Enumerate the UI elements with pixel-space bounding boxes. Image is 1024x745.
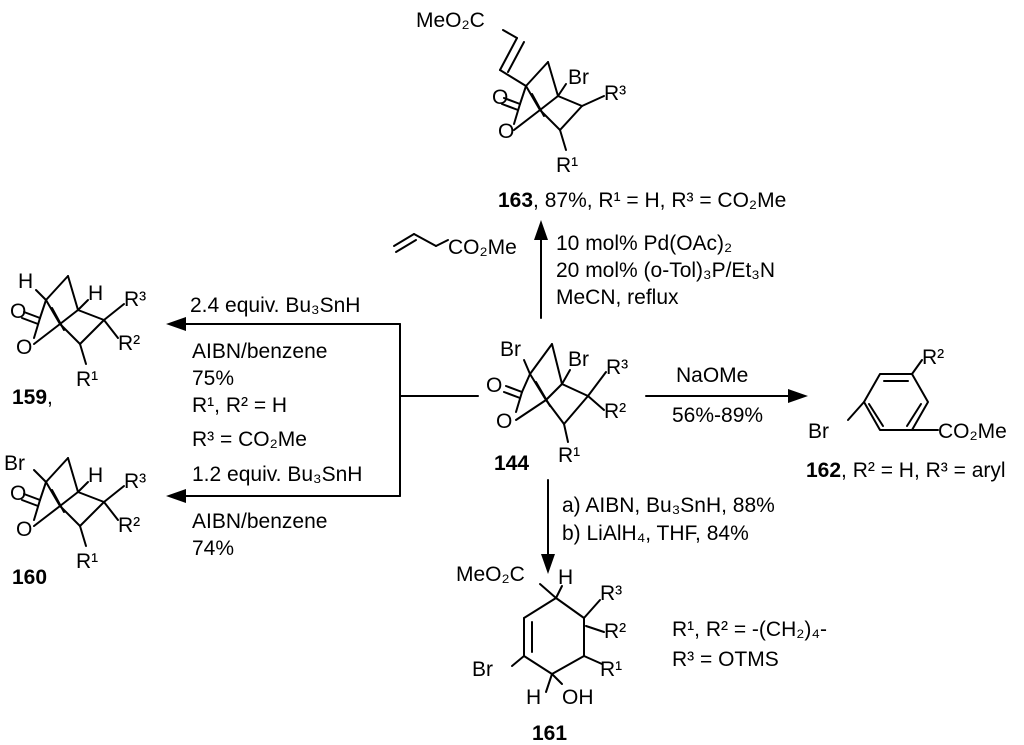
c160-br: Br: [4, 452, 25, 475]
c161-oh: OH: [562, 686, 594, 709]
c163-bond: [499, 69, 527, 87]
c144-o-carbonyl: O: [486, 374, 502, 397]
down-cond-1: a) AIBN, Bu₃SnH, 88%: [562, 494, 775, 517]
c163-meo2c: MeO₂C: [416, 9, 485, 32]
compound-144: Br O O Br R³ R² R¹ 144: [486, 338, 628, 475]
c163-caption: 163, 87%, R¹ = H, R³ = CO₂Me: [498, 189, 786, 212]
c163-bond: [559, 105, 583, 131]
c144-r3: R³: [606, 356, 628, 379]
c163-vinyl-double-2: [507, 41, 525, 73]
c163-vinyl-double: [499, 37, 518, 71]
left-bottom-cond-1: 1.2 equiv. Bu₃SnH: [192, 463, 362, 486]
c163-r1: R¹: [556, 154, 578, 177]
c163-bridge: [525, 61, 549, 87]
down-cond-2: b) LiAlH₄, THF, 84%: [562, 522, 749, 545]
compound-161: MeO₂C H R³ R² R¹ Br H OH 161 R¹, R² = -(…: [456, 563, 827, 745]
c163-br-bond: [557, 83, 567, 97]
c161-r3: R³: [600, 582, 622, 605]
c144-br1: Br: [500, 338, 521, 361]
c144-r2: R²: [604, 400, 626, 423]
c163-br: Br: [568, 66, 589, 89]
c160-r2: R²: [118, 514, 140, 537]
arrows-left: [166, 317, 479, 503]
compound-160: Br O O H R³ R² R¹ 160: [4, 452, 146, 589]
c159-o-ring: O: [16, 336, 32, 359]
c163-bond: [539, 95, 559, 111]
left-bottom-cond-3: 74%: [192, 537, 234, 560]
arrow-down: [541, 479, 555, 574]
c160-r3: R³: [124, 470, 146, 493]
arrow-up: [534, 220, 548, 319]
c160-h: H: [88, 464, 103, 487]
c144-number: 144: [494, 452, 529, 475]
c162-r2: R²: [922, 346, 944, 369]
left-top-cond-2: AIBN/benzene: [192, 340, 327, 363]
c162-caption: 162, R² = H, R³ = aryl: [806, 459, 1006, 482]
c161-note-2: R³ = OTMS: [672, 648, 779, 671]
c162-co2me: CO₂Me: [938, 420, 1007, 443]
up-cond-3: MeCN, reflux: [556, 286, 679, 309]
c159-caption: 159,: [12, 386, 53, 409]
compound-162: R² Br CO₂Me 162, R² = H, R³ = aryl: [806, 346, 1007, 482]
acrylate-reagent: CO₂Me: [393, 233, 517, 259]
c160-number: 160: [12, 566, 47, 589]
left-top-cond-4: R¹, R² = H: [192, 394, 287, 417]
left-top-cond-3: 75%: [192, 367, 234, 390]
right-cond-1: NaOMe: [676, 364, 748, 387]
c163-co-double-2: [501, 103, 519, 111]
c163-bond: [559, 129, 567, 151]
left-top-cond-1: 2.4 equiv. Bu₃SnH: [190, 294, 360, 317]
c163-co-double: [503, 97, 521, 105]
c163-bond: [519, 85, 527, 105]
c161-r2: R²: [604, 620, 626, 643]
c161-number: 161: [532, 722, 567, 745]
c163-bond: [513, 103, 521, 125]
c159-h1: H: [18, 270, 33, 293]
arrow-right: [645, 389, 808, 403]
c163-bridge: [547, 61, 559, 97]
c163-bond: [557, 95, 583, 107]
c163-bond: [513, 109, 541, 131]
left-top-cond-5: R³ = CO₂Me: [192, 428, 307, 451]
c161-br: Br: [472, 658, 493, 681]
compound-159: H O O H R³ R² R¹ 159,: [10, 270, 146, 409]
c161-h-top: H: [558, 566, 573, 589]
c159-h2: H: [88, 282, 103, 305]
right-cond-2: 56%-89%: [672, 404, 763, 427]
c144-br2: Br: [568, 348, 589, 371]
c160-r1: R¹: [76, 550, 98, 573]
c163-r3: R³: [604, 82, 626, 105]
c159-r2: R²: [118, 332, 140, 355]
c161-r1: R¹: [600, 658, 622, 681]
c159-r3: R³: [124, 288, 146, 311]
up-cond-1: 10 mol% Pd(OAc)₂: [556, 232, 732, 255]
c161-h-bottom: H: [526, 686, 541, 709]
c144-r1: R¹: [558, 444, 580, 467]
c144-o-ring: O: [496, 410, 512, 433]
acrylate-co2me: CO₂Me: [448, 236, 517, 259]
c160-o-ring: O: [16, 518, 32, 541]
c163-o-carbonyl: O: [492, 86, 508, 109]
c162-br: Br: [808, 420, 829, 443]
c163-bond: [502, 29, 518, 39]
up-cond-2: 20 mol% (o-Tol)₃P/Et₃N: [556, 259, 775, 282]
c161-note-1: R¹, R² = -(CH₂)₄-: [672, 618, 827, 641]
c163-bond: [581, 95, 605, 107]
c163-o-ring: O: [498, 120, 514, 143]
c159-o-carbonyl: O: [10, 300, 26, 323]
c161-meo2c: MeO₂C: [456, 563, 525, 586]
left-bottom-cond-2: AIBN/benzene: [192, 510, 327, 533]
c160-o-carbonyl: O: [10, 482, 26, 505]
c159-r1: R¹: [76, 368, 98, 391]
c163-bond: [539, 109, 561, 131]
compound-163: MeO₂C O O Br R³ R¹ 163, 87%, R¹ = H, R³ …: [416, 9, 786, 212]
